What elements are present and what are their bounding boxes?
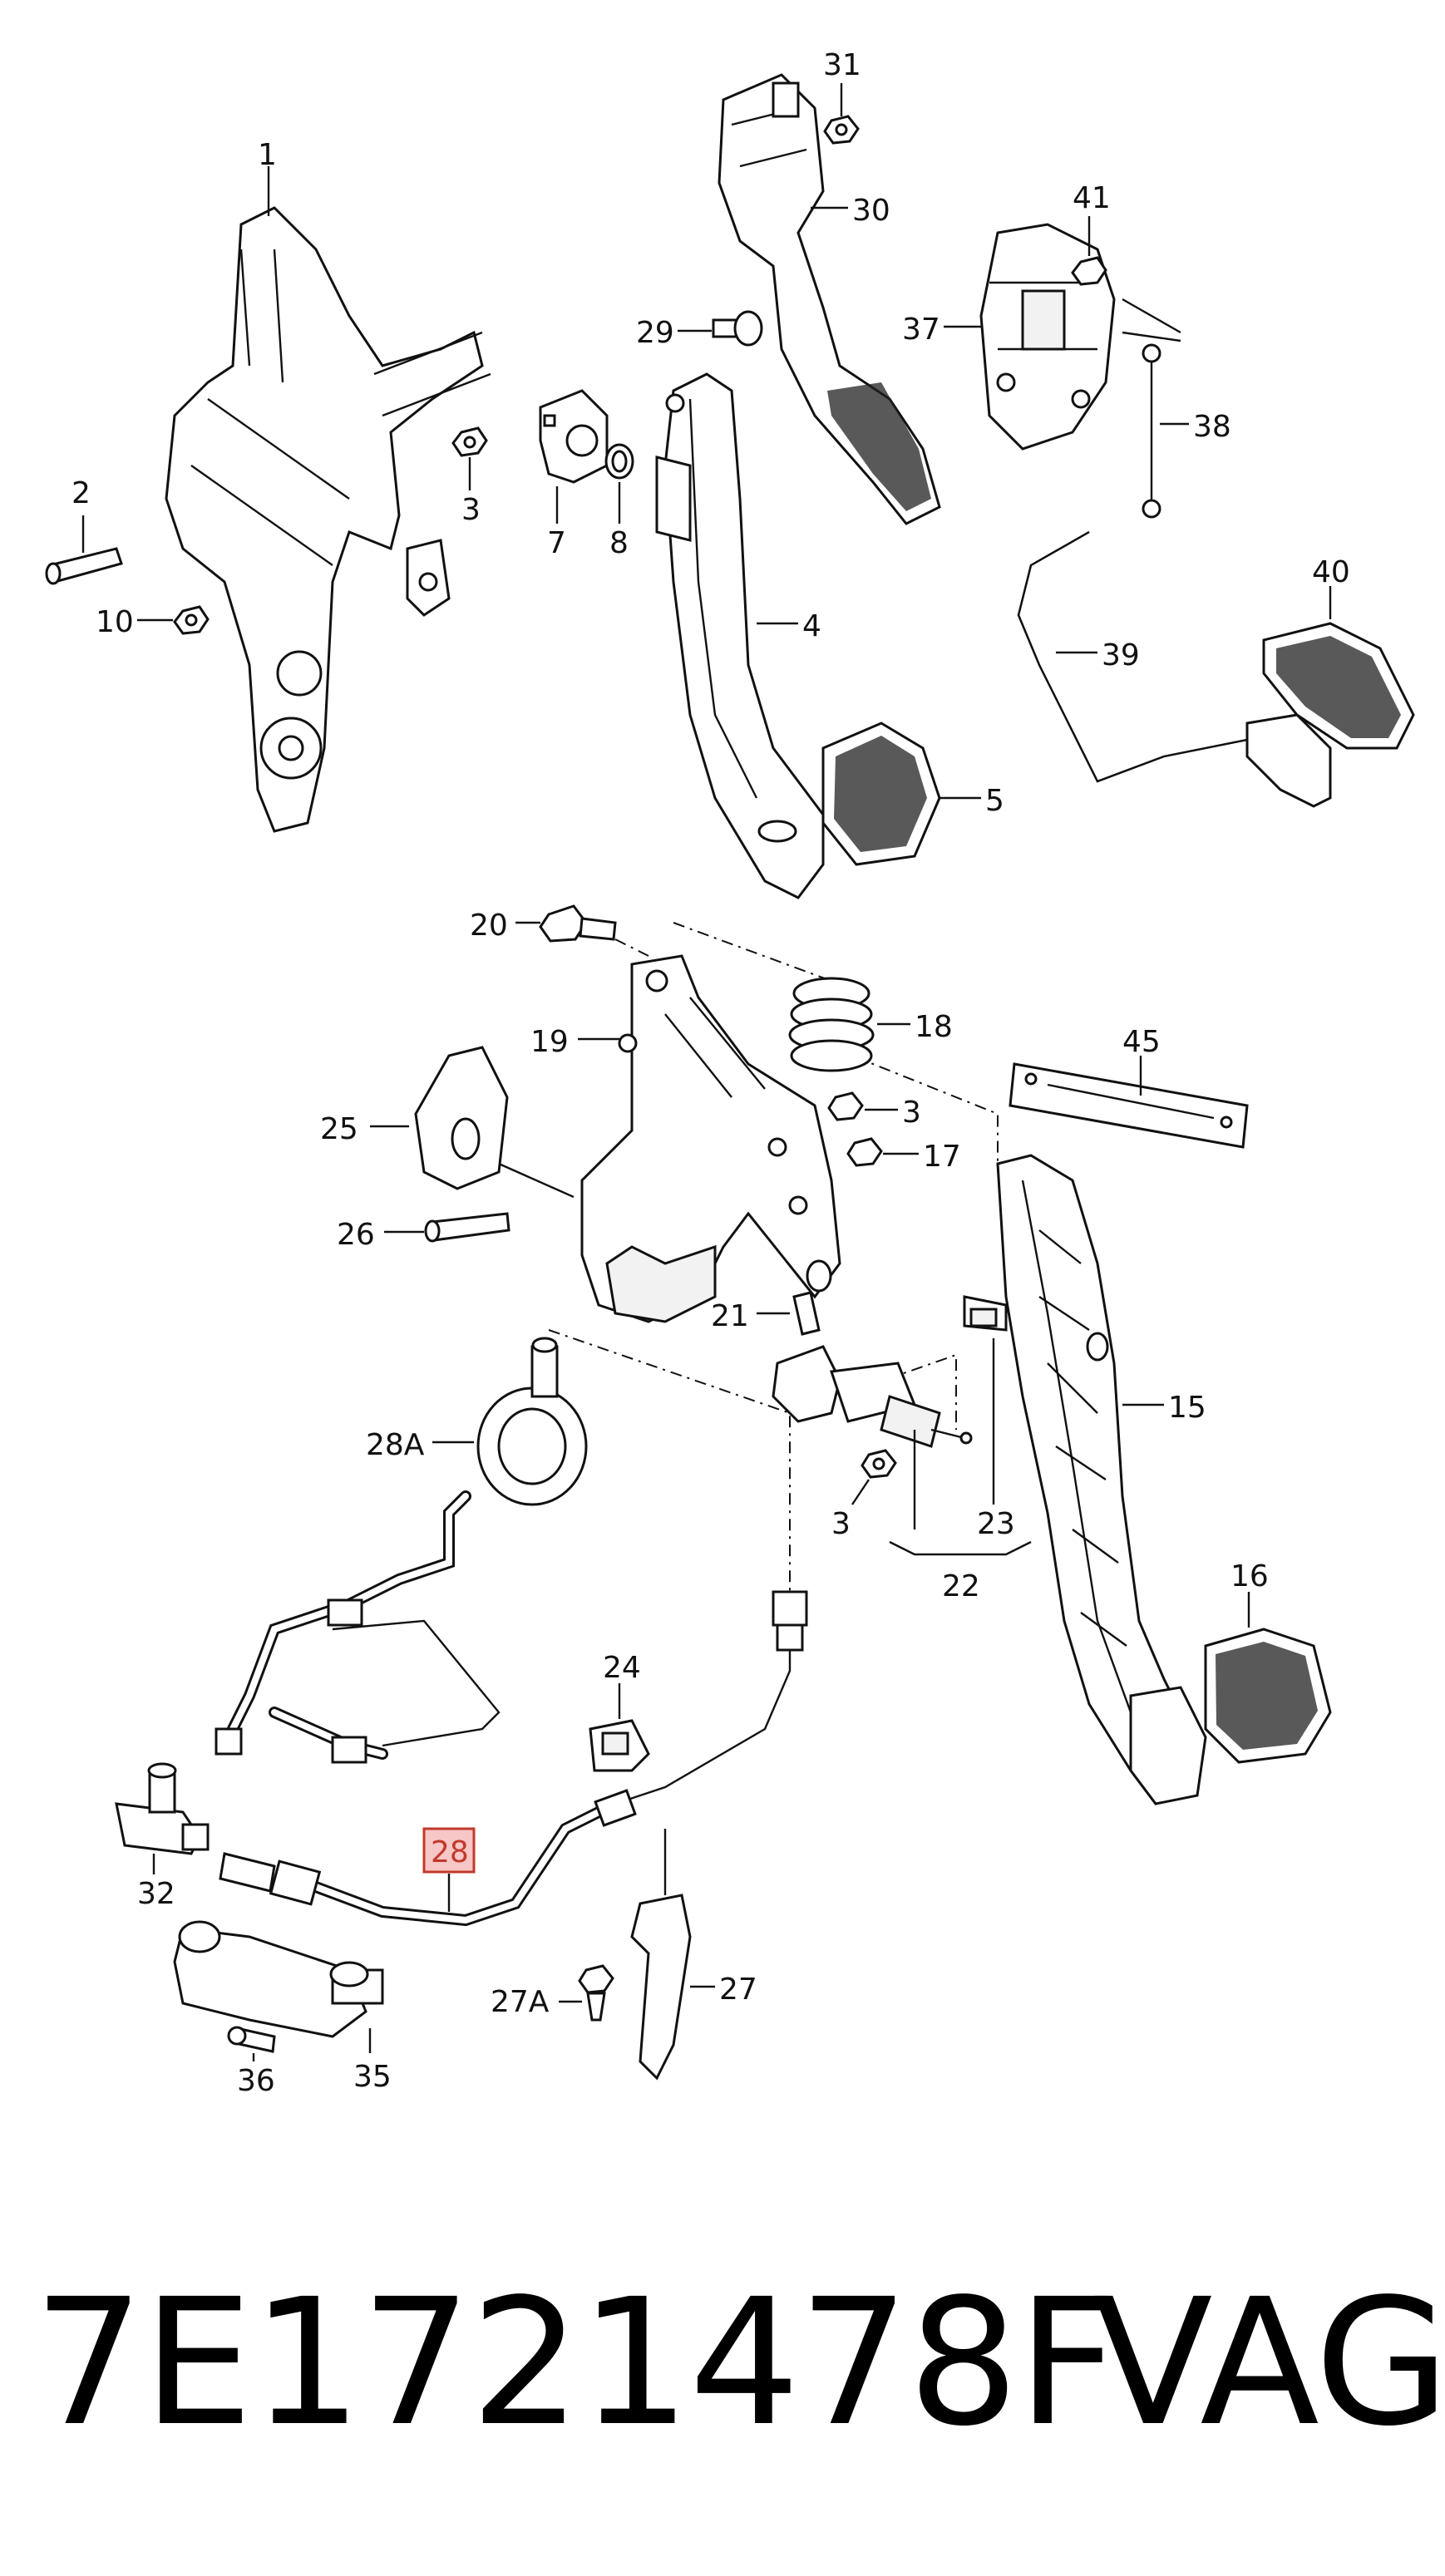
- rubber-stop-part-25: [414, 1046, 509, 1190]
- bolt-part-29: [712, 310, 763, 347]
- brand-caption: VAG: [1093, 2261, 1445, 2465]
- callout-30: 30: [852, 194, 890, 228]
- callout-27: 27: [719, 1973, 757, 2007]
- callout-31: 31: [823, 48, 861, 82]
- nut-part-3-bottom: [861, 1449, 897, 1479]
- pin-part-2: [45, 547, 123, 585]
- switch-part-23: [963, 1295, 1008, 1332]
- bolt-part-20: [539, 904, 617, 943]
- parts-exploded-diagram: 1 2 3 10 7 8 4: [45, 48, 1415, 2098]
- callout-27A: 27A: [491, 1985, 550, 2019]
- nut-part-3-middle: [827, 1091, 864, 1121]
- pedal-pad-part-5: [821, 722, 941, 866]
- screw-part-27A: [578, 1964, 614, 2022]
- callout-8: 8: [609, 526, 629, 560]
- master-cylinder: [772, 1345, 973, 1448]
- callout-3-middle: 3: [902, 1096, 921, 1130]
- callout-18: 18: [915, 1010, 953, 1044]
- hose-fitting-28A: [215, 1598, 367, 1764]
- callout-4: 4: [802, 609, 821, 643]
- spring-part-18: [788, 977, 875, 1072]
- callout-28: 28: [431, 1835, 469, 1869]
- part-number-caption: 7E1721478F: [33, 2261, 1117, 2465]
- callout-10: 10: [96, 605, 134, 639]
- callout-36: 36: [237, 2064, 275, 2098]
- callout-32: 32: [137, 1877, 175, 1911]
- callout-39: 39: [1102, 638, 1140, 672]
- slave-cylinder-part-35: [173, 1920, 384, 2038]
- callout-23: 23: [977, 1507, 1015, 1541]
- callout-28-highlight-box: [422, 1827, 476, 1874]
- pedal-bracket-part-1: [165, 206, 491, 833]
- clip-part-24: [589, 1719, 650, 1772]
- bracket-part-19: [580, 954, 841, 1323]
- nut-part-17: [846, 1137, 883, 1167]
- callout-7: 7: [547, 526, 566, 560]
- pedal-pad-part-16: [1204, 1628, 1332, 1764]
- callout-5: 5: [985, 784, 1004, 818]
- plate-part-45: [1009, 1062, 1249, 1149]
- callout-15: 15: [1168, 1391, 1206, 1425]
- pedal-arm-part-4: [655, 372, 825, 899]
- nut-part-41: [1071, 256, 1107, 286]
- callout-35: 35: [353, 2060, 392, 2094]
- nut-part-3-top: [451, 426, 488, 457]
- callout-2: 2: [72, 476, 91, 510]
- callout-40: 40: [1312, 555, 1350, 589]
- callout-26: 26: [337, 1218, 375, 1252]
- pedal-pad-part-40: [1262, 622, 1415, 750]
- callout-37: 37: [902, 313, 940, 347]
- clutch-pedal-part-15: [996, 1154, 1207, 1805]
- callout-29: 29: [636, 316, 674, 350]
- slave-cylinder-part-28A: [476, 1337, 588, 1506]
- callout-22: 22: [942, 1569, 980, 1603]
- accelerator-pedal-part-30: [718, 73, 941, 525]
- callout-28A: 28A: [366, 1428, 425, 1462]
- callout-38: 38: [1193, 410, 1231, 444]
- bush-part-7: [539, 389, 609, 484]
- callout-1: 1: [258, 138, 277, 172]
- ring-part-8: [604, 443, 634, 480]
- rod-part-38: [1122, 298, 1181, 519]
- callout-21: 21: [711, 1299, 749, 1333]
- bracket-part-27: [630, 1829, 692, 2081]
- bolt-part-36: [227, 2026, 276, 2053]
- nut-part-31: [823, 115, 860, 145]
- callout-24: 24: [603, 1651, 641, 1685]
- callout-25: 25: [320, 1112, 358, 1146]
- callout-3-bottom: 3: [831, 1507, 851, 1541]
- nut-part-10: [173, 605, 210, 635]
- callout-45: 45: [1122, 1025, 1161, 1059]
- pin-part-26: [424, 1212, 510, 1243]
- callout-19: 19: [530, 1025, 569, 1059]
- callout-20: 20: [470, 909, 508, 943]
- callout-16: 16: [1230, 1559, 1269, 1593]
- clutch-hose-part-28: [219, 1590, 808, 1927]
- pin-part-21: [792, 1291, 821, 1336]
- callout-17: 17: [923, 1140, 961, 1174]
- callout-3-top: 3: [461, 493, 481, 527]
- pedal-lever-part-39: [1017, 530, 1332, 808]
- callout-41: 41: [1073, 181, 1111, 215]
- tee-fitting-part-32: [115, 1762, 210, 1855]
